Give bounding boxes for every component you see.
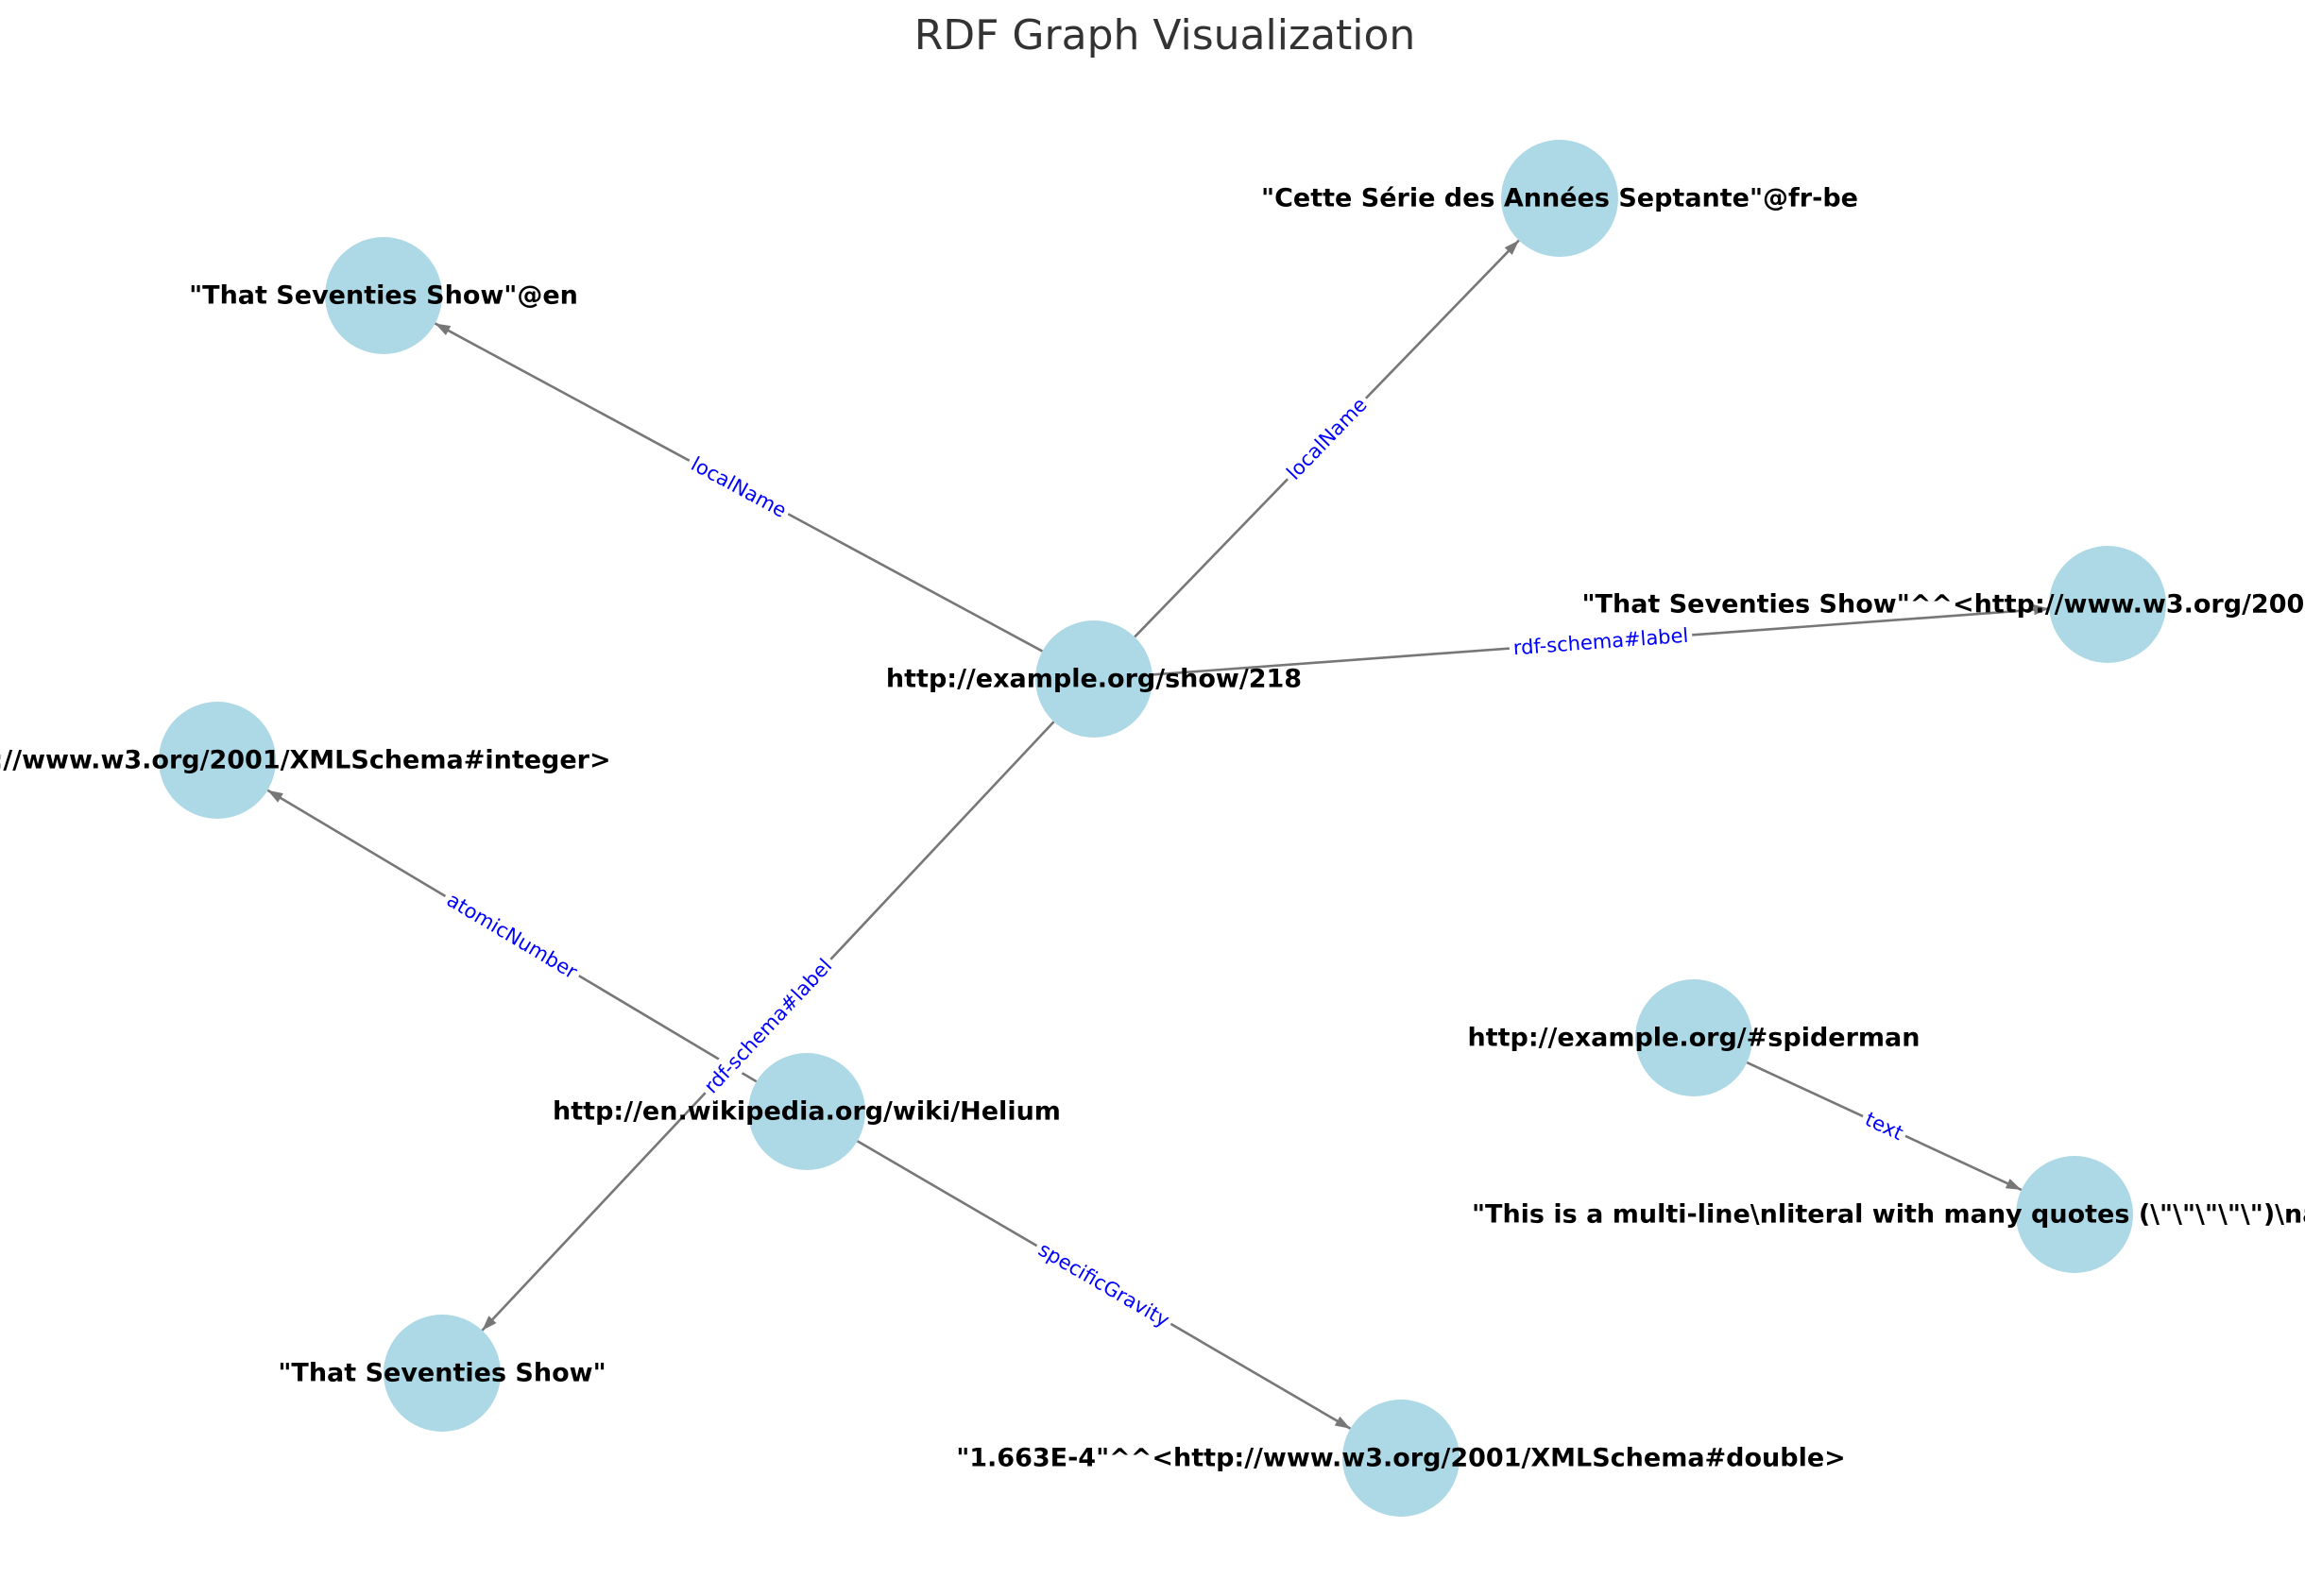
node-spiderman bbox=[1635, 979, 1752, 1096]
node-cette bbox=[1501, 140, 1618, 257]
edge-label-group: atomicNumber bbox=[438, 884, 586, 988]
node-labels-layer: http://example.org/show/218 "Cette Série … bbox=[0, 184, 2305, 1473]
node-label-tss_en: "That Seventies Show"@en bbox=[189, 281, 578, 311]
node-label-multiline: "This is a multi-line\nliteral with many… bbox=[1472, 1200, 2305, 1230]
edge-label-group: rdf-schema#label bbox=[1508, 621, 1694, 662]
edge-label: localName bbox=[1282, 393, 1371, 484]
edge-label: localName bbox=[688, 452, 791, 522]
node-integer bbox=[159, 702, 276, 819]
edge-labels-layer: localNamelocalNamerdf-schema#labelrdf-sc… bbox=[438, 389, 1911, 1335]
node-label-show218: http://example.org/show/218 bbox=[886, 665, 1302, 694]
edge-label-group: localName bbox=[1278, 389, 1375, 488]
node-label-integer: "2"^^<http://www.w3.org/2001/XMLSchema#i… bbox=[0, 746, 611, 775]
graph-title: RDF Graph Visualization bbox=[914, 11, 1416, 59]
node-double bbox=[1342, 1400, 1460, 1517]
edge-label: specificGravity bbox=[1034, 1238, 1173, 1332]
node-tss_plain bbox=[384, 1315, 501, 1432]
edge-label-background bbox=[683, 449, 794, 526]
edge-label-background bbox=[1278, 389, 1375, 488]
node-label-double: "1.663E-4"^^<http://www.w3.org/2001/XMLS… bbox=[956, 1444, 1846, 1473]
edge-label-background bbox=[1857, 1104, 1911, 1148]
node-multiline bbox=[2016, 1156, 2133, 1273]
node-tss_en bbox=[325, 237, 442, 354]
edge-label-group: text bbox=[1857, 1104, 1911, 1148]
node-label-tss_plain: "That Seventies Show" bbox=[278, 1359, 606, 1388]
edge-label: atomicNumber bbox=[443, 889, 582, 984]
node-label-helium: http://en.wikipedia.org/wiki/Helium bbox=[553, 1097, 1061, 1127]
node-show218 bbox=[1035, 620, 1152, 738]
edge-label-group: specificGravity bbox=[1030, 1234, 1178, 1335]
node-helium bbox=[748, 1053, 865, 1170]
edges-layer bbox=[266, 239, 2050, 1430]
edge-label-group: localName bbox=[683, 449, 794, 526]
node-label-spiderman: http://example.org/#spiderman bbox=[1468, 1024, 1921, 1053]
node-tss_typed bbox=[2049, 546, 2166, 663]
edge-label-background bbox=[1030, 1234, 1178, 1335]
edge-label-background bbox=[438, 884, 586, 988]
edge-label-background bbox=[695, 950, 841, 1102]
edge-label-background bbox=[1508, 621, 1694, 662]
node-label-tss_typed: "That Seventies Show"^^<http://www.w3.or… bbox=[1581, 590, 2305, 620]
nodes-layer bbox=[159, 140, 2166, 1517]
node-label-cette: "Cette Série des Années Septante"@fr-be bbox=[1261, 184, 1858, 213]
